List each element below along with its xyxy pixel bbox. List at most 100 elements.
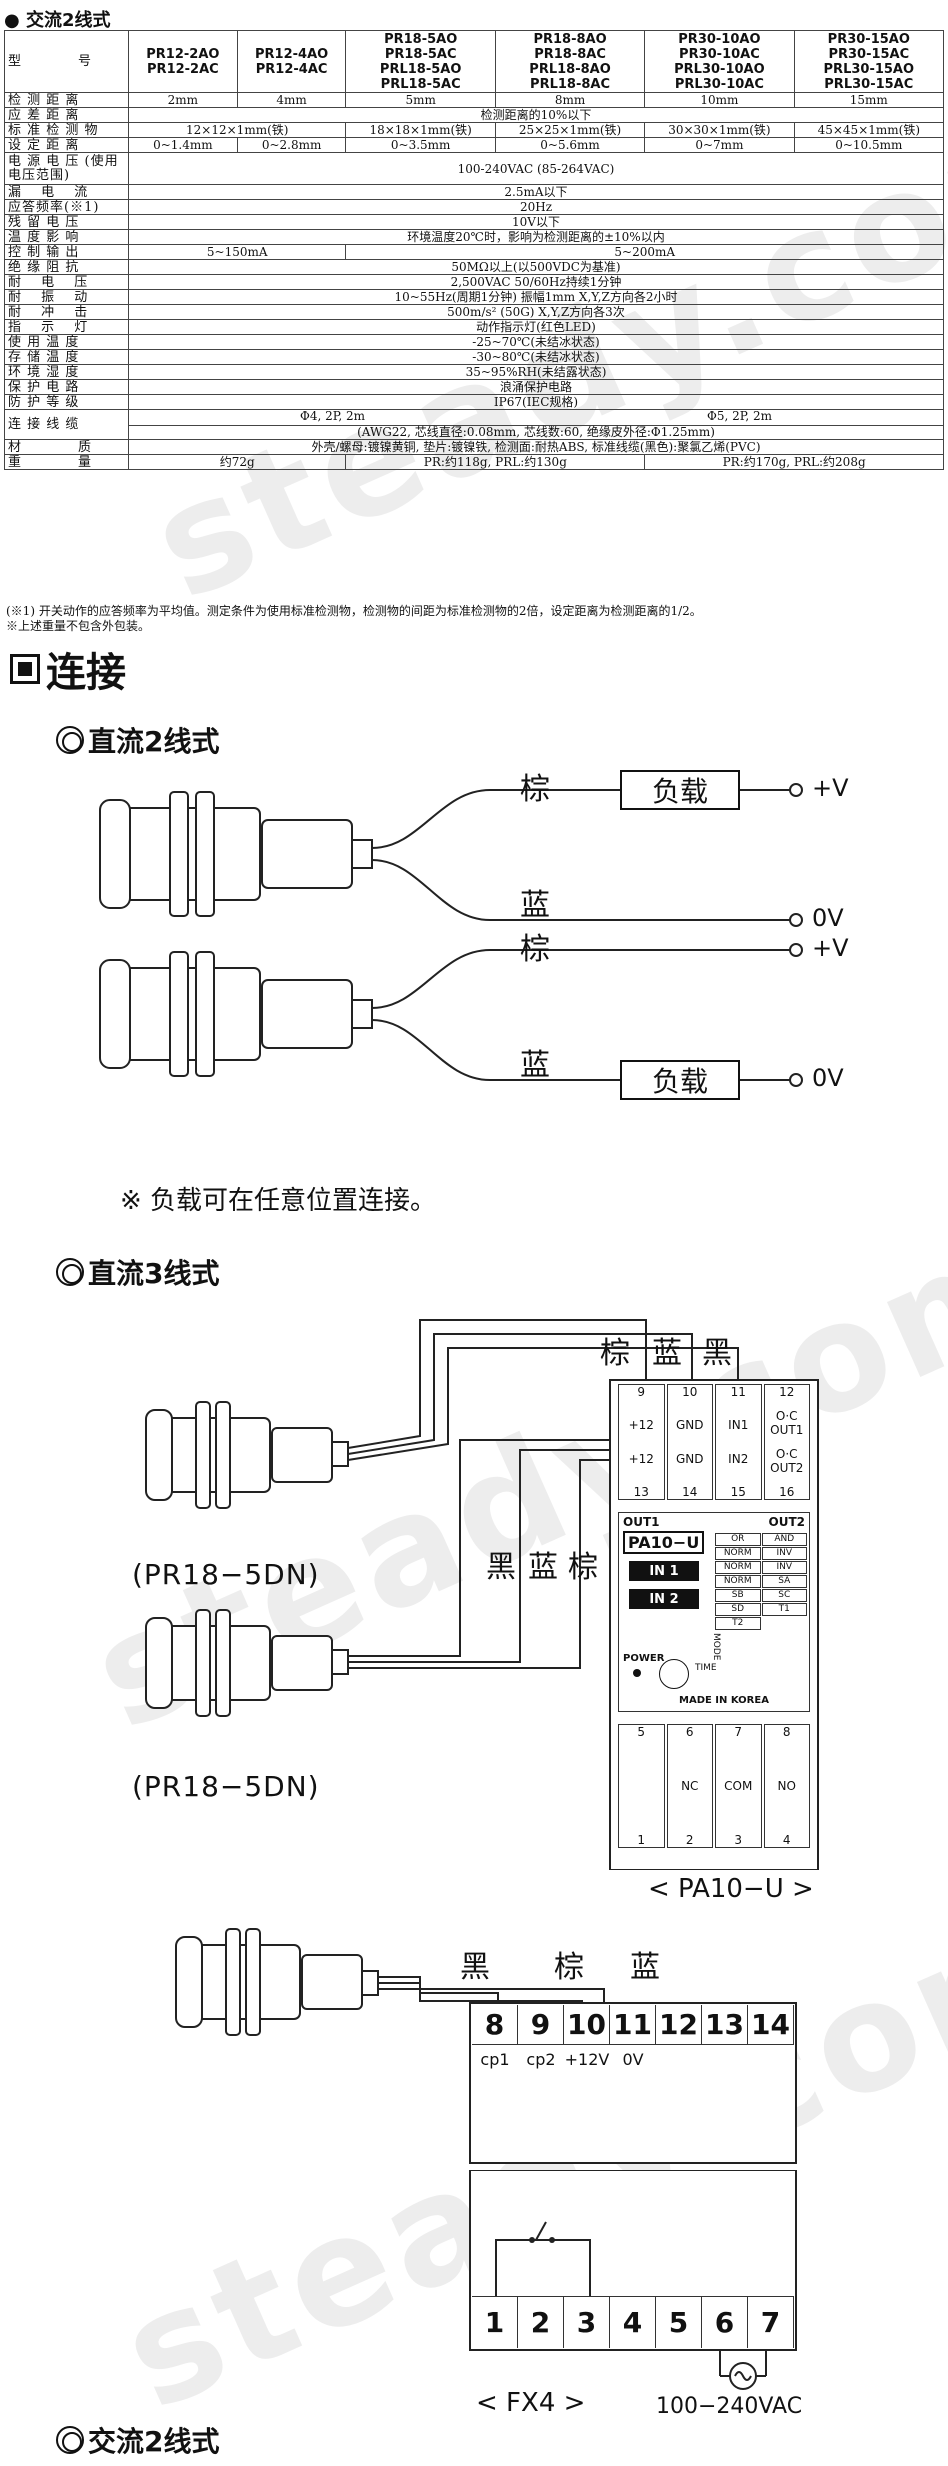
spec-row: 保 护 电 路浪涌保护电路 [4, 379, 944, 395]
row-label: 防 护 等 级 [4, 394, 129, 410]
cable-sub: (AWG22, 芯线直径:0.08mm, 芯线数:60, 绝缘皮外径:Φ1.25… [129, 425, 943, 439]
fx4-terminal[interactable]: 5 [656, 2297, 702, 2348]
fx4-terminal[interactable]: 13 [702, 2005, 748, 2044]
power-label: POWER [623, 1653, 665, 1664]
sensor-icon [175, 1928, 379, 2036]
spec-value: 5mm [345, 92, 496, 108]
spec-value: 2.5mA以下 [128, 184, 944, 200]
dip-switch-label: INV [761, 1561, 807, 1574]
double-circle-icon [56, 2426, 84, 2454]
row-label: 重 量 [4, 454, 129, 470]
zero-v-label: 0V [812, 1064, 844, 1092]
fx4-frame [469, 2002, 797, 2164]
row-label: 检 测 距 离 [4, 92, 129, 108]
weight-value: 约72g [127, 454, 347, 470]
row-label: 存 储 温 度 [4, 349, 129, 365]
fx4-terminal[interactable]: 10 [564, 2005, 610, 2044]
plus-v-label: +V [812, 934, 849, 962]
fx4-terminal[interactable]: 1 [472, 2297, 518, 2348]
row-label: 标 准 检 测 物 [4, 122, 129, 138]
row-label: 指 示 灯 [4, 319, 129, 335]
spec-row: 指 示 灯动作指示灯(红色LED) [4, 319, 944, 335]
fx4-terminal[interactable]: 8 [472, 2005, 518, 2044]
double-circle-icon [56, 1258, 84, 1286]
row-label: 设 定 距 离 [4, 137, 129, 153]
fx4-terminal[interactable]: 2 [518, 2297, 564, 2348]
spec-value: 25×25×1mm(铁) [494, 122, 646, 138]
wire-label-blue: 蓝 [652, 1336, 682, 1371]
row-label: 保 护 电 路 [4, 379, 129, 395]
fx4-terminal[interactable]: 14 [748, 2005, 794, 2044]
spec-value: 15mm [793, 92, 945, 108]
fx4-lower [469, 2170, 797, 2390]
spec-value: 0~3.5mm [345, 137, 496, 153]
material-row: 材 质外壳/螺母:镀镍黄铜, 垫片:镀镍铁, 检测面:耐热ABS, 标准线缆(黑… [4, 439, 944, 455]
spec-value: 100-240VAC (85-264VAC) [128, 152, 944, 185]
material-value: 外壳/螺母:镀镍黄铜, 垫片:镀镍铁, 检测面:耐热ABS, 标准线缆(黑色):… [128, 439, 944, 455]
sensor-icon [99, 791, 373, 917]
dip-switch-label: NORM [715, 1547, 761, 1560]
dip-switch-label: SA [761, 1575, 807, 1588]
spec-value: 50MΩ以上(以500VDC为基准) [128, 259, 944, 275]
fx4-wiring [175, 1928, 797, 2164]
spec-value: 18×18×1mm(铁) [345, 122, 496, 138]
fx4-terminal[interactable]: 12 [656, 2005, 702, 2044]
fx4-terminal[interactable]: 4 [610, 2297, 656, 2348]
dip-switch-label: INV [761, 1547, 807, 1560]
row-label: 应 差 距 离 [4, 107, 129, 123]
spec-row: 存 储 温 度-30~80℃(未结冰状态) [4, 349, 944, 365]
fx4-terminal[interactable]: 7 [748, 2297, 794, 2348]
dc3-wiring [145, 1319, 819, 1870]
row-label: 耐 电 压 [4, 274, 129, 290]
wire-label-brown: 棕 [520, 932, 550, 967]
sensor-icon [145, 1401, 349, 1509]
fx4-terminal[interactable]: 9 [518, 2005, 564, 2044]
row-label: 使 用 温 度 [4, 334, 129, 350]
spec-value: 10mm [644, 92, 795, 108]
fx4-terminal[interactable]: 11 [610, 2005, 656, 2044]
pa10-caption: < PA10−U > [648, 1874, 814, 1904]
fx4-terminal[interactable]: 3 [564, 2297, 610, 2348]
double-circle-icon [56, 726, 84, 754]
mode-label: MODE [711, 1633, 721, 1661]
time-label: TIME [695, 1663, 717, 1673]
spec-value: 10~55Hz(周期1分钟) 振幅1mm X,Y,Z方向各2小时 [128, 289, 944, 305]
fx4-terminal[interactable]: 6 [702, 2297, 748, 2348]
spec-value: -25~70℃(未结冰状态) [128, 334, 944, 350]
square-icon [10, 654, 40, 684]
row-label: 应答频率(※1) [4, 199, 129, 215]
spec-value: 5~150mA [127, 244, 347, 260]
fx4-terminal-label: 0V [622, 2050, 644, 2069]
out2-label: OUT2 [768, 1515, 805, 1529]
row-label: 温 度 影 响 [4, 229, 129, 245]
sensor-model-label: (PR18−5DN) [132, 1558, 320, 1591]
time-dial-icon[interactable] [659, 1659, 689, 1689]
row-label: 材 质 [4, 439, 129, 455]
spec-value: 0~2.8mm [236, 137, 347, 153]
spec-row: 应 差 距 离检测距离的10%以下 [4, 107, 944, 123]
fx4-terminal-label: cp2 [526, 2050, 556, 2069]
zero-v-label: 0V [812, 904, 844, 932]
pa10-name: PA10−U [623, 1531, 705, 1554]
wire-label-brown: 棕 [554, 1950, 584, 1985]
spec-row: 电 源 电 压 (使用电压范围)100-240VAC (85-264VAC) [4, 152, 944, 185]
cable-left: Φ4, 2P, 2m [299, 409, 366, 423]
